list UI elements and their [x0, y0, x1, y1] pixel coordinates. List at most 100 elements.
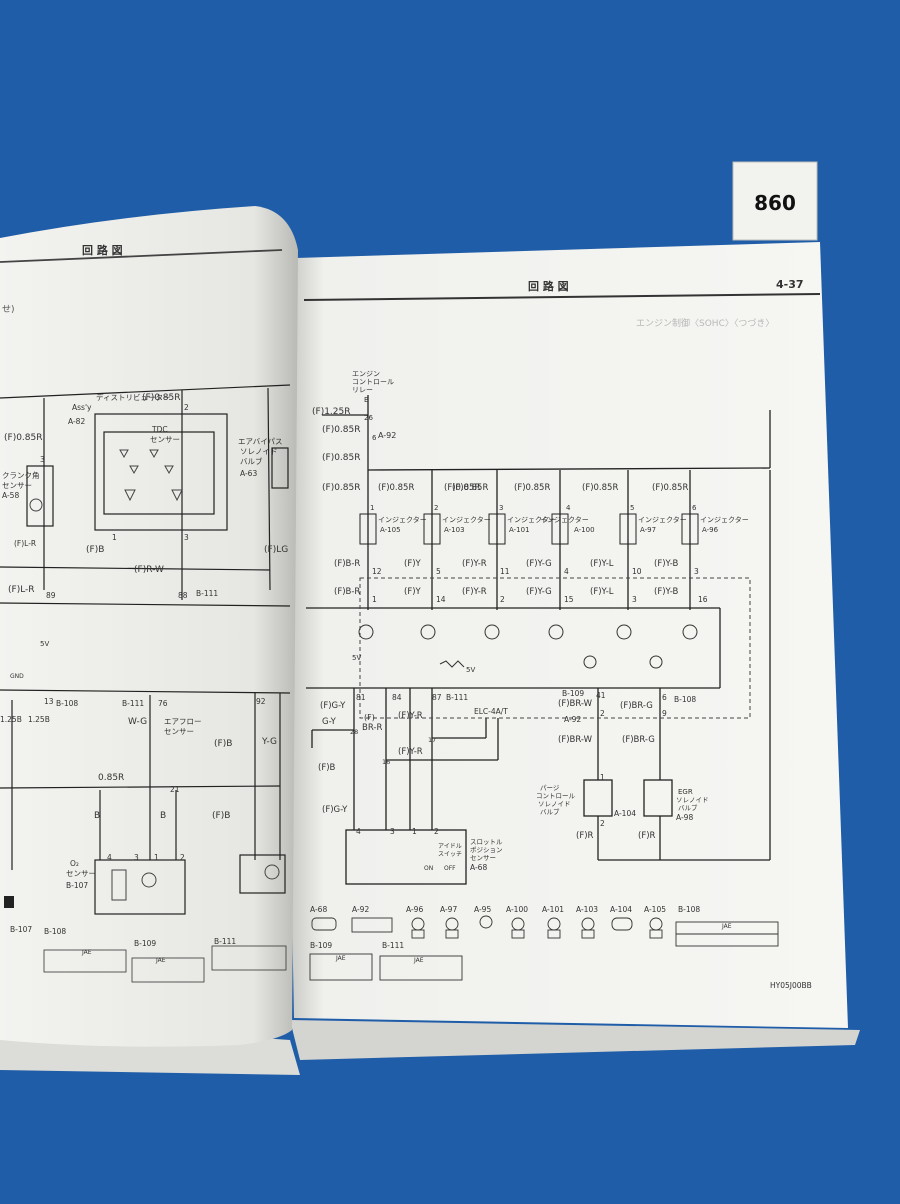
relay-label: エンジン — [352, 370, 380, 378]
inj4-pin-b: 15 — [564, 595, 574, 604]
wire-lg: (F)LG — [264, 545, 288, 555]
wire-wg: W-G — [128, 717, 147, 727]
pin-26: 26 — [364, 414, 373, 422]
inj5-name: インジェクター — [638, 515, 687, 524]
inj6-pin-b: 16 — [698, 595, 708, 604]
injector-1: (F)0.85R インジェクター A-105 1 (F)B-R 12 (F)B-… — [334, 483, 427, 604]
jae-3: JAE — [721, 923, 732, 930]
conn-b111-c: B-111 — [214, 937, 236, 946]
injector-6: (F)0.85R インジェクター A-96 6 (F)Y-B 3 (F)Y-B … — [652, 483, 749, 604]
pin-6-top: 6 — [372, 434, 377, 442]
tps-label: スロットル — [470, 838, 503, 846]
lower-5v2: 5V — [466, 666, 475, 674]
tps-label3: センサー — [470, 854, 496, 862]
conn-b108: B-108 — [678, 905, 700, 914]
o2-conn: B-107 — [66, 881, 88, 890]
tps-p3: 3 — [390, 827, 395, 836]
conn-b111-b: B-111 — [122, 699, 144, 708]
conn-b108: B-108 — [56, 699, 78, 708]
pin-1: 1 — [154, 853, 159, 862]
wire-gy2: G-Y — [322, 717, 337, 727]
airflow-label2: センサー — [164, 727, 194, 736]
pin-41: 41 — [596, 691, 606, 700]
wire-lr: (F)L-R — [14, 539, 36, 548]
pin-87: 87 — [432, 693, 442, 702]
inj1-wire-top: (F)0.85R — [378, 483, 414, 493]
relay-label3: リレー — [352, 386, 373, 394]
lower-pin-2: 2 — [600, 819, 605, 828]
conn-a101: A-101 — [542, 905, 564, 914]
purge-label4: バルブ — [540, 807, 560, 816]
wire-125b: 1.25B — [0, 715, 22, 724]
pin-84: 84 — [392, 693, 402, 702]
crank-conn: A-58 — [2, 491, 19, 500]
pin-2: 2 — [180, 853, 185, 862]
inj5-pin: 5 — [630, 504, 634, 512]
conn-b109: B-109 — [134, 939, 156, 948]
inj6-wire-top: (F)0.85R — [652, 483, 688, 493]
inj4-wire-top: (F)0.85R — [514, 483, 550, 493]
inj4-name: インジェクター — [540, 515, 589, 524]
inj6-pin: 6 — [692, 504, 697, 512]
lower-pin-9: 9 — [662, 709, 667, 718]
conn-b111: B-111 — [196, 589, 218, 598]
inj2-wire-bottom: (F)Y — [404, 559, 422, 569]
purge-label2: コントロール — [536, 792, 576, 800]
lower-wire-fgy: (F)G-Y — [322, 805, 348, 815]
egr-label2: ソレノイド — [676, 796, 709, 804]
inj3-wire-bottom2: (F)Y-R — [462, 587, 487, 597]
distributor-assy: Ass'y — [72, 403, 92, 412]
inj3-conn: A-101 — [509, 526, 530, 534]
pin-3: 3 — [134, 853, 139, 862]
page-number: 4-37 — [776, 278, 804, 291]
pin-1a: 1 — [112, 533, 117, 542]
crank-sensor-label: クランク角 — [2, 470, 40, 480]
inj1-pin-a: 12 — [372, 567, 382, 576]
inj4-pin-a: 4 — [564, 567, 569, 576]
inj3-pin: 3 — [499, 504, 503, 512]
inj2-conn: A-103 — [444, 526, 465, 534]
inj4-pin: 4 — [566, 504, 571, 512]
left-page-content: 回 路 図 せ) — [0, 243, 291, 983]
conn-a95: A-95 — [474, 905, 491, 914]
bypass-label3: バルブ — [240, 456, 263, 466]
conn-b108-b: B-108 — [44, 927, 66, 936]
egr-label: EGR — [678, 788, 693, 796]
tdc-sensor-label: センサー — [150, 435, 180, 444]
wire-085r-b: (F)0.85R — [4, 433, 43, 443]
injector-4: (F)0.85R インジェクター A-100 4 (F)Y-G 4 (F)Y-G… — [514, 483, 595, 604]
wire-br: (F) — [364, 713, 375, 722]
conn-a68: A-68 — [310, 905, 327, 914]
jae-1: JAE — [335, 955, 346, 962]
relay-label2: コントロール — [352, 378, 394, 386]
inj1-conn: A-105 — [380, 526, 401, 534]
conn-b107: B-107 — [10, 925, 32, 934]
wire-gy: (F)G-Y — [320, 701, 346, 711]
inj2-pin: 2 — [434, 504, 438, 512]
inj2-wire-bottom2: (F)Y — [404, 587, 422, 597]
inj5-wire-bottom: (F)Y-L — [590, 559, 614, 569]
wire-brg2: (F)BR-G — [622, 735, 655, 745]
pin-76: 76 — [158, 699, 168, 708]
tps-p1: 1 — [412, 827, 417, 836]
inj1-pin-b: 1 — [372, 595, 377, 604]
wire-085r-a: (F)0.85R — [142, 393, 181, 403]
bypass-conn: A-63 — [240, 469, 257, 478]
purge-label: パージ — [540, 784, 560, 792]
right-page-content: 回 路 図 4-37 エンジン制御〈SOHC〉〈つづき〉 — [303, 278, 821, 990]
five-v-label: 5V — [40, 640, 49, 648]
injector-2: (F)0.85R インジェクター A-103 2 (F)Y 5 (F)Y 14 — [404, 483, 491, 604]
lower-conn-b109: B-109 — [562, 689, 584, 698]
pin-13: 13 — [44, 697, 54, 706]
inj4-conn: A-100 — [574, 526, 595, 534]
inj3-wire-top: (F)0.85R — [452, 483, 488, 493]
egr-label3: バルブ — [678, 803, 698, 812]
pin-17: 17 — [428, 736, 436, 744]
wire-lr2: (F)L-R — [8, 585, 35, 595]
lower-pin-6: 6 — [662, 693, 667, 702]
egr-conn: A-98 — [676, 813, 693, 822]
inj1-wire-bottom: (F)B-R — [334, 559, 360, 569]
airflow-label: エアフロー — [164, 717, 202, 726]
pin-28: 28 — [350, 728, 358, 736]
conn-a100: A-100 — [506, 905, 528, 914]
